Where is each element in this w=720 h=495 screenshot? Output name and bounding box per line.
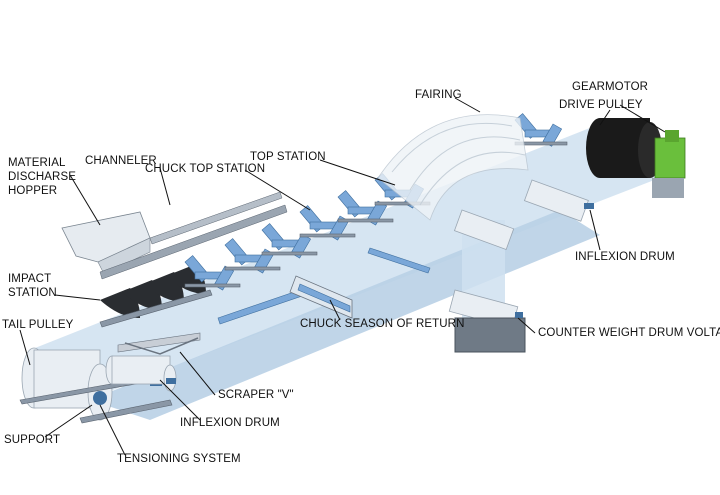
label-impact-station-2: STATION (8, 287, 57, 299)
upper-belt (30, 118, 680, 395)
label-scraper-v: SCRAPER "V" (218, 389, 294, 401)
fairing (377, 114, 529, 221)
label-hopper-line-1: MATERIAL (8, 157, 66, 169)
counter-weight (448, 289, 526, 353)
scraper-v (117, 332, 201, 355)
label-chuck-top-station: CHUCK TOP STATION (145, 163, 265, 175)
discharge-hopper (61, 211, 151, 275)
label-support: SUPPORT (4, 434, 60, 446)
tail-pulley (21, 347, 113, 421)
label-chuck-season-of-return: CHUCK SEASON OF RETURN (300, 318, 465, 330)
label-fairing: FAIRING (415, 89, 462, 101)
drive-pulley (586, 118, 662, 178)
label-drive-pulley: DRIVE PULLEY (559, 99, 643, 111)
label-inflexion-drum-right: INFLEXION DRUM (575, 251, 675, 263)
label-top-station: TOP STATION (250, 151, 326, 163)
label-counter-weight-drum-voltage: COUNTER WEIGHT DRUM VOLTAGE (538, 327, 720, 339)
label-tail-pulley: TAIL PULLEY (2, 319, 74, 331)
inflexion-drum-front (105, 355, 177, 392)
gearmotor (652, 130, 686, 198)
channeler (99, 191, 288, 280)
label-inflexion-drum-front: INFLEXION DRUM (180, 417, 280, 429)
label-hopper-line-3: HOPPER (8, 185, 57, 197)
return-rollers (217, 247, 431, 325)
inflexion-drums-right (453, 179, 594, 250)
label-gearmotor: GEARMOTOR (572, 81, 648, 93)
label-channeler: CHANNELER (85, 155, 157, 167)
label-tensioning-system: TENSIONING SYSTEM (117, 453, 241, 465)
label-hopper-line-2: DISCHARSE (8, 171, 76, 183)
label-impact-station-1: IMPACT (8, 273, 51, 285)
impact-station (99, 264, 213, 328)
leader-lines (19, 97, 666, 456)
